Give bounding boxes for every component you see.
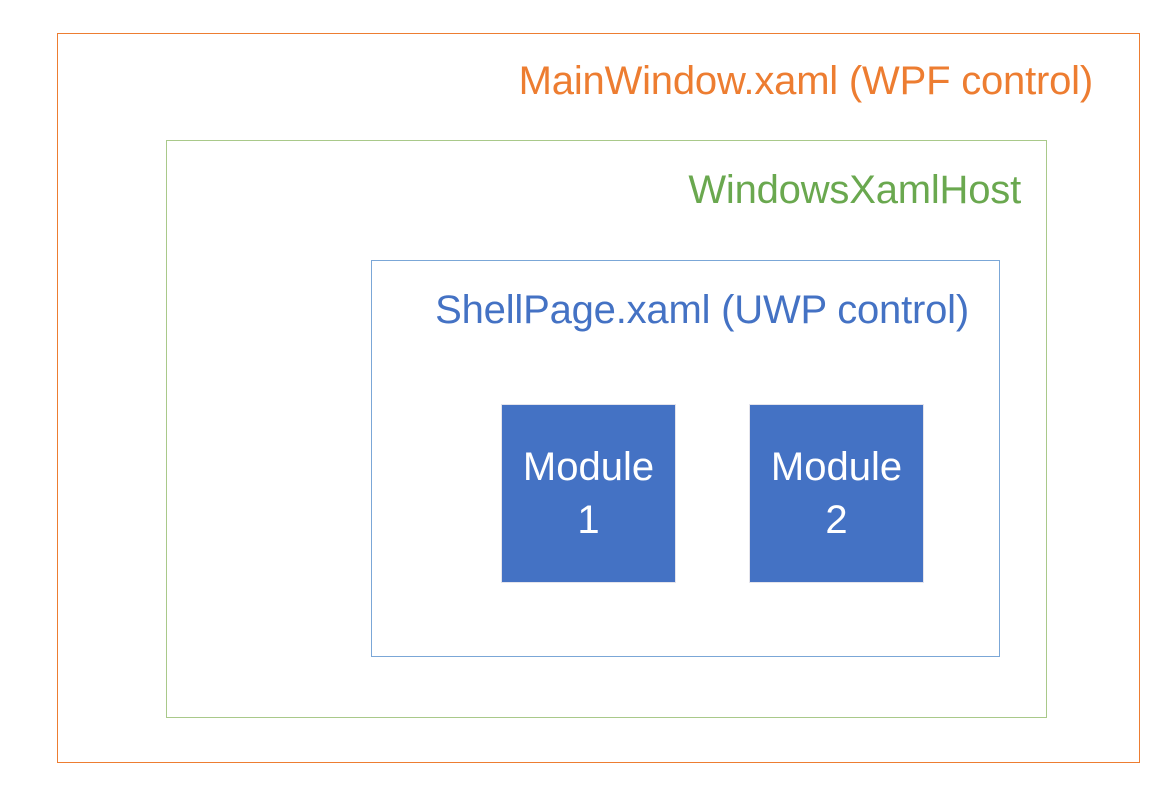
module-box-1-label: Module 1 <box>522 444 655 542</box>
container-mainwindow: MainWindow.xaml (WPF control) <box>57 33 1140 763</box>
container-shellpage-label: ShellPage.xaml (UWP control) <box>435 288 969 332</box>
container-windowsxamlhost: WindowsXamlHost <box>166 140 1047 718</box>
container-windowsxamlhost-label: WindowsXamlHost <box>688 168 1021 212</box>
module-box-2-label: Module 2 <box>770 444 903 542</box>
container-mainwindow-label: MainWindow.xaml (WPF control) <box>518 59 1094 103</box>
module-box-2: Module 2 <box>749 404 924 583</box>
container-shellpage: ShellPage.xaml (UWP control) <box>371 260 1000 657</box>
module-box-1: Module 1 <box>501 404 676 583</box>
